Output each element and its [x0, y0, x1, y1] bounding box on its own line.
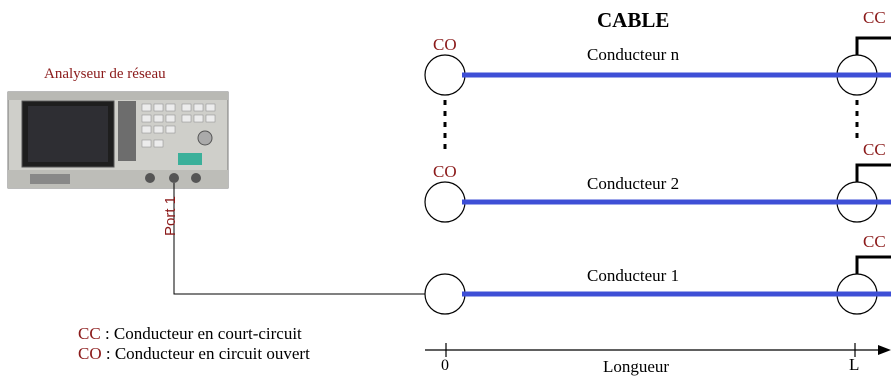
legend-co: CO : Conducteur en circuit ouvert	[78, 344, 310, 364]
conductor-2	[424, 163, 891, 223]
conductor-1-label: Conducteur 1	[587, 266, 680, 285]
legend-cc-abbr: CC	[78, 324, 101, 343]
legend-cc-text: : Conducteur en court-circuit	[100, 324, 302, 343]
analyzer-label: Analyseur de réseau	[44, 66, 166, 82]
conductor-n-label: Conducteur n	[587, 45, 680, 64]
network-analyzer	[7, 91, 229, 189]
legend-co-text: : Conducteur en circuit ouvert	[101, 344, 310, 363]
legend-co-abbr: CO	[78, 344, 102, 363]
axis-end-label: L	[849, 355, 860, 374]
legend-cc: CC : Conducteur en court-circuit	[78, 324, 310, 344]
cc-label-1: CC	[863, 232, 886, 251]
legend: CC : Conducteur en court-circuit CO : Co…	[78, 324, 310, 364]
port-label: Port 1	[162, 195, 179, 236]
co-label-n: CO	[433, 35, 457, 54]
axis-label: Longueur	[603, 357, 670, 376]
diagram-title: CABLE	[597, 8, 670, 32]
conductor-2-label: Conducteur 2	[587, 174, 680, 193]
length-axis	[425, 343, 891, 357]
conductor-n	[424, 36, 891, 96]
port1-wire	[173, 183, 425, 295]
cc-label-2: CC	[863, 140, 886, 159]
conductor-1	[424, 255, 891, 315]
axis-start-label: 0	[441, 357, 449, 374]
cc-label-n: CC	[863, 8, 886, 27]
co-label-2: CO	[433, 162, 457, 181]
